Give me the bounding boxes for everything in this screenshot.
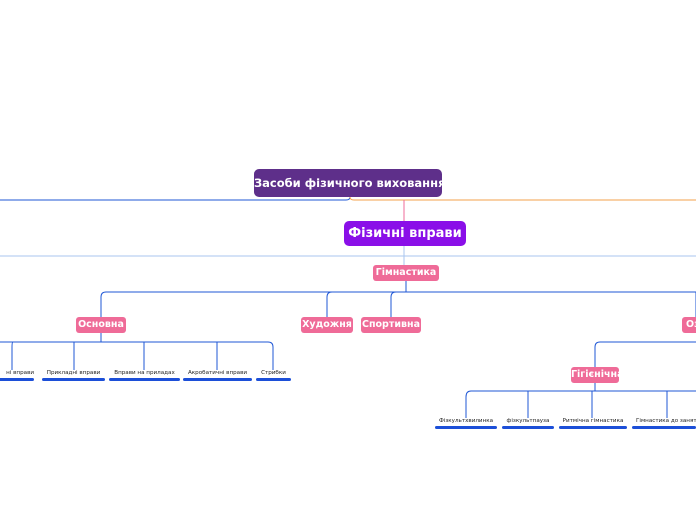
connector-osnovna	[100, 291, 107, 317]
leaf-label[interactable]: ні вправи	[6, 370, 34, 376]
connector-hih-h	[465, 390, 696, 398]
main-node-physical-exercises[interactable]: Фізичні вправи	[344, 221, 466, 246]
group-node-ozdorovcha[interactable]: Оз	[682, 317, 696, 333]
group-node-khudozhnia[interactable]: Художня	[301, 317, 353, 333]
leaf-label[interactable]: Акробатичні вправи	[187, 370, 248, 376]
branch-node-gymnastics[interactable]: Гімнастика	[373, 265, 439, 281]
leaf-label[interactable]: Прикладні вправи	[46, 370, 101, 376]
connector-sportyvna	[390, 291, 397, 317]
leaf-underline	[183, 378, 252, 381]
leaf-label[interactable]: Фізкультхвилинка	[438, 418, 494, 424]
leaf-underline	[632, 426, 696, 429]
leaf-label[interactable]: Вправи на приладах	[114, 370, 175, 376]
connector-root-left	[0, 196, 351, 201]
leaf-label[interactable]: Ритмічна гімнастика	[562, 418, 624, 424]
leaf-label[interactable]: Гімнастика до занять	[636, 418, 696, 424]
root-node[interactable]: Засоби фізичного виховання	[254, 169, 445, 197]
leaf-label[interactable]: фізкультпауза	[506, 418, 550, 424]
leaf-underline	[435, 426, 497, 429]
group-node-hihienichna[interactable]: Гігієнічна	[571, 367, 623, 383]
leaf-underline	[42, 378, 105, 381]
group-node-osnovna[interactable]: Основна	[76, 317, 126, 333]
connector-root-right	[349, 196, 696, 201]
leaf-underline	[559, 426, 627, 429]
leaf-underline	[109, 378, 180, 381]
connector-osnovna-h	[0, 341, 274, 370]
leaf-underline	[0, 378, 34, 381]
leaf-label[interactable]: Стрибки	[261, 370, 286, 376]
leaf-underline	[256, 378, 291, 381]
leaf-underline	[502, 426, 554, 429]
connector-osnovna-l1	[11, 341, 14, 370]
group-node-sportyvna[interactable]: Спортивна	[361, 317, 421, 333]
connector-khudozhnia	[326, 291, 333, 317]
connector-ozdorovcha-h	[594, 341, 696, 367]
